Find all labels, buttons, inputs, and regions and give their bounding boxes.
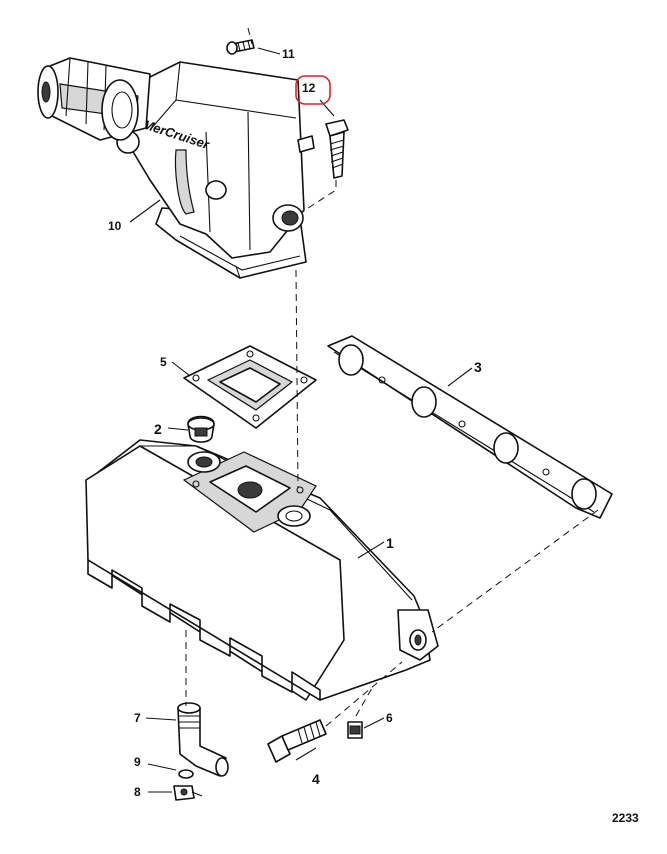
o-ring-part-9: [178, 769, 194, 779]
bolt-part-4: [267, 719, 327, 763]
callout-6: 6: [386, 711, 393, 725]
callout-11: 11: [282, 47, 295, 61]
drain-plug-part-6: [347, 721, 363, 739]
callout-9: 9: [134, 755, 141, 769]
callout-12-highlight: [295, 75, 331, 105]
callout-labels: 11 12 10 5 2 3 1 4 6 7 9 8: [108, 47, 482, 799]
bolt-part-12: [325, 119, 349, 179]
exhaust-elbow-part-10: MerCruiser: [37, 57, 315, 279]
plug-part-2: [187, 415, 215, 443]
exhaust-manifold-part-1: [85, 439, 439, 701]
callout-12: 12: [302, 81, 316, 95]
drawing-number: 2233: [612, 811, 639, 825]
callout-10: 10: [108, 219, 122, 233]
leader-lines: [129, 47, 473, 793]
gasket-part-5: [183, 345, 317, 429]
screw-part-11: [226, 39, 255, 55]
callout-7: 7: [134, 711, 141, 725]
callout-1: 1: [386, 535, 394, 551]
callout-8: 8: [134, 785, 141, 799]
alignment-lines: [185, 27, 599, 727]
callout-4: 4: [312, 771, 320, 787]
elbow-fitting-part-7: [177, 702, 229, 777]
callout-3: 3: [474, 359, 482, 375]
petcock-part-8: [173, 785, 203, 801]
manifold-gasket-part-3: [327, 335, 613, 519]
callout-2: 2: [154, 421, 162, 437]
callout-5: 5: [160, 355, 167, 369]
